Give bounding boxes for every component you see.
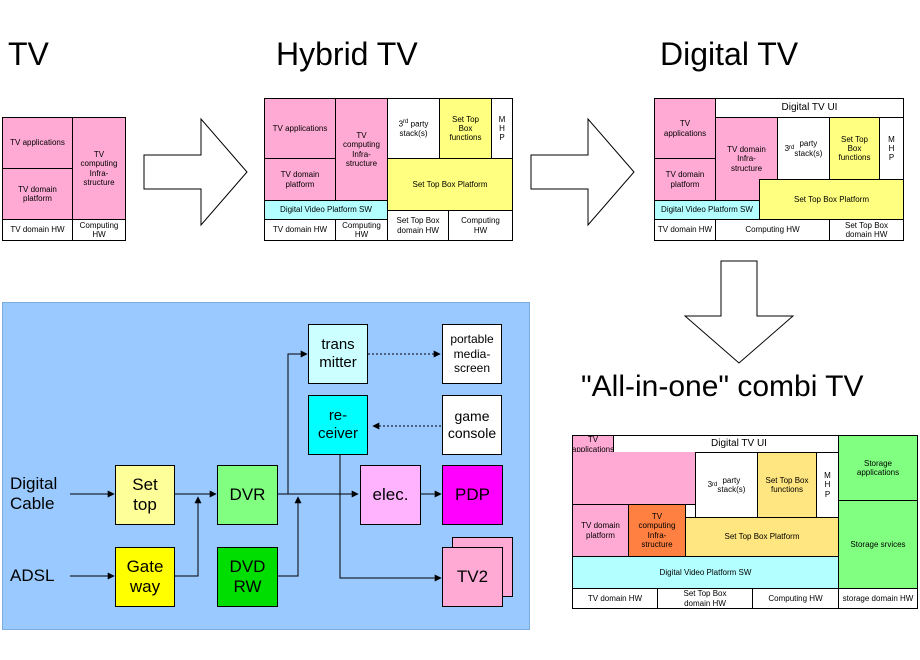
digital-computing-hw: Computing HW: [715, 219, 830, 241]
game-console-box: game console: [442, 395, 502, 455]
arrow-right-1-icon: [143, 118, 248, 226]
combi-tv-applications-body: [572, 452, 696, 505]
arrow-down-icon: [684, 260, 794, 364]
hybrid-tv-domain-hw: TV domain HW: [264, 219, 336, 241]
gateway-to-dvr-line: [175, 496, 202, 577]
combi-tv-computing-infrastructure: TV computing Infra- structure: [628, 504, 686, 557]
title-tv: TV: [8, 36, 49, 72]
hybrid-computing-hw: Computing HW: [335, 219, 388, 241]
digital-tv-domain-hw: TV domain HW: [654, 219, 716, 241]
tv-computing-infrastructure: TV computing Infra- structure: [72, 117, 126, 220]
hybrid-tv-applications: TV applications: [264, 98, 336, 159]
title-digital-tv: Digital TV: [660, 36, 799, 72]
hybrid-tv-domain-platform: TV domain platform: [264, 158, 336, 201]
pdp-box: PDP: [442, 465, 503, 525]
hybrid-set-top-box-platform: Set Top Box Platform: [387, 158, 513, 211]
combi-digital-video-platform-sw: Digital Video Platform SW: [572, 556, 839, 589]
portable-media-screen-box: portable media- screen: [442, 324, 502, 384]
tv-domain-hw: TV domain HW: [2, 219, 73, 241]
digital-cable-label: Digital Cable: [10, 474, 58, 514]
digital-set-top-box-domain-hw: Set Top Box domain HW: [829, 219, 904, 241]
tv-domain-platform: TV domain platform: [2, 168, 73, 220]
elec-box: elec.: [360, 465, 421, 525]
title-hybrid-tv: Hybrid TV: [276, 36, 418, 72]
dvd-rw-box: DVD RW: [217, 547, 278, 607]
tv-computing-hw: Computing HW: [72, 219, 126, 241]
hybrid-mhp: M H P: [491, 98, 513, 159]
combi-mhp: M H P: [816, 452, 839, 518]
digital-set-top-box-platform: Set Top Box Platform: [759, 179, 904, 220]
title-combi-tv: "All-in-one" combi TV: [581, 370, 864, 403]
transmitter-box: trans mitter: [308, 324, 368, 384]
combi-tv-domain-hw: TV domain HW: [572, 588, 658, 609]
combi-storage-services: Storage srvices: [838, 500, 918, 589]
gateway-box: Gate way: [115, 547, 175, 607]
digital-tv-applications: TV applications: [654, 98, 716, 159]
adsl-label: ADSL: [10, 566, 55, 585]
combi-set-top-box-functions: Set Top Box functions: [757, 452, 817, 518]
hybrid-computing-hw-2: Computing HW: [448, 210, 513, 241]
dvd-to-dvr-line: [278, 496, 302, 577]
combi-tv-applications: TV applications: [572, 435, 614, 453]
digital-tv-domain-platform: TV domain platform: [654, 158, 716, 201]
combi-set-top-box-domain-hw: Set Top Box domain HW: [657, 588, 753, 609]
dvr-box: DVR: [217, 465, 278, 525]
hybrid-third-party-label: 3rd party stack(s): [398, 118, 429, 138]
receiver-to-tv2-line: [339, 494, 442, 582]
arrow-right-2-icon: [530, 118, 635, 226]
tv2-box: TV2: [442, 547, 503, 607]
digital-mhp: M H P: [879, 117, 904, 180]
set-top-box: Set top: [115, 465, 175, 525]
dvr-to-transmitter-line: [287, 350, 308, 494]
receiver-box: re- ceiver: [308, 395, 368, 455]
hybrid-tv-computing-infrastructure: TV computing Infra- structure: [335, 98, 388, 201]
combi-storage-domain-hw: storage domain HW: [838, 588, 918, 609]
